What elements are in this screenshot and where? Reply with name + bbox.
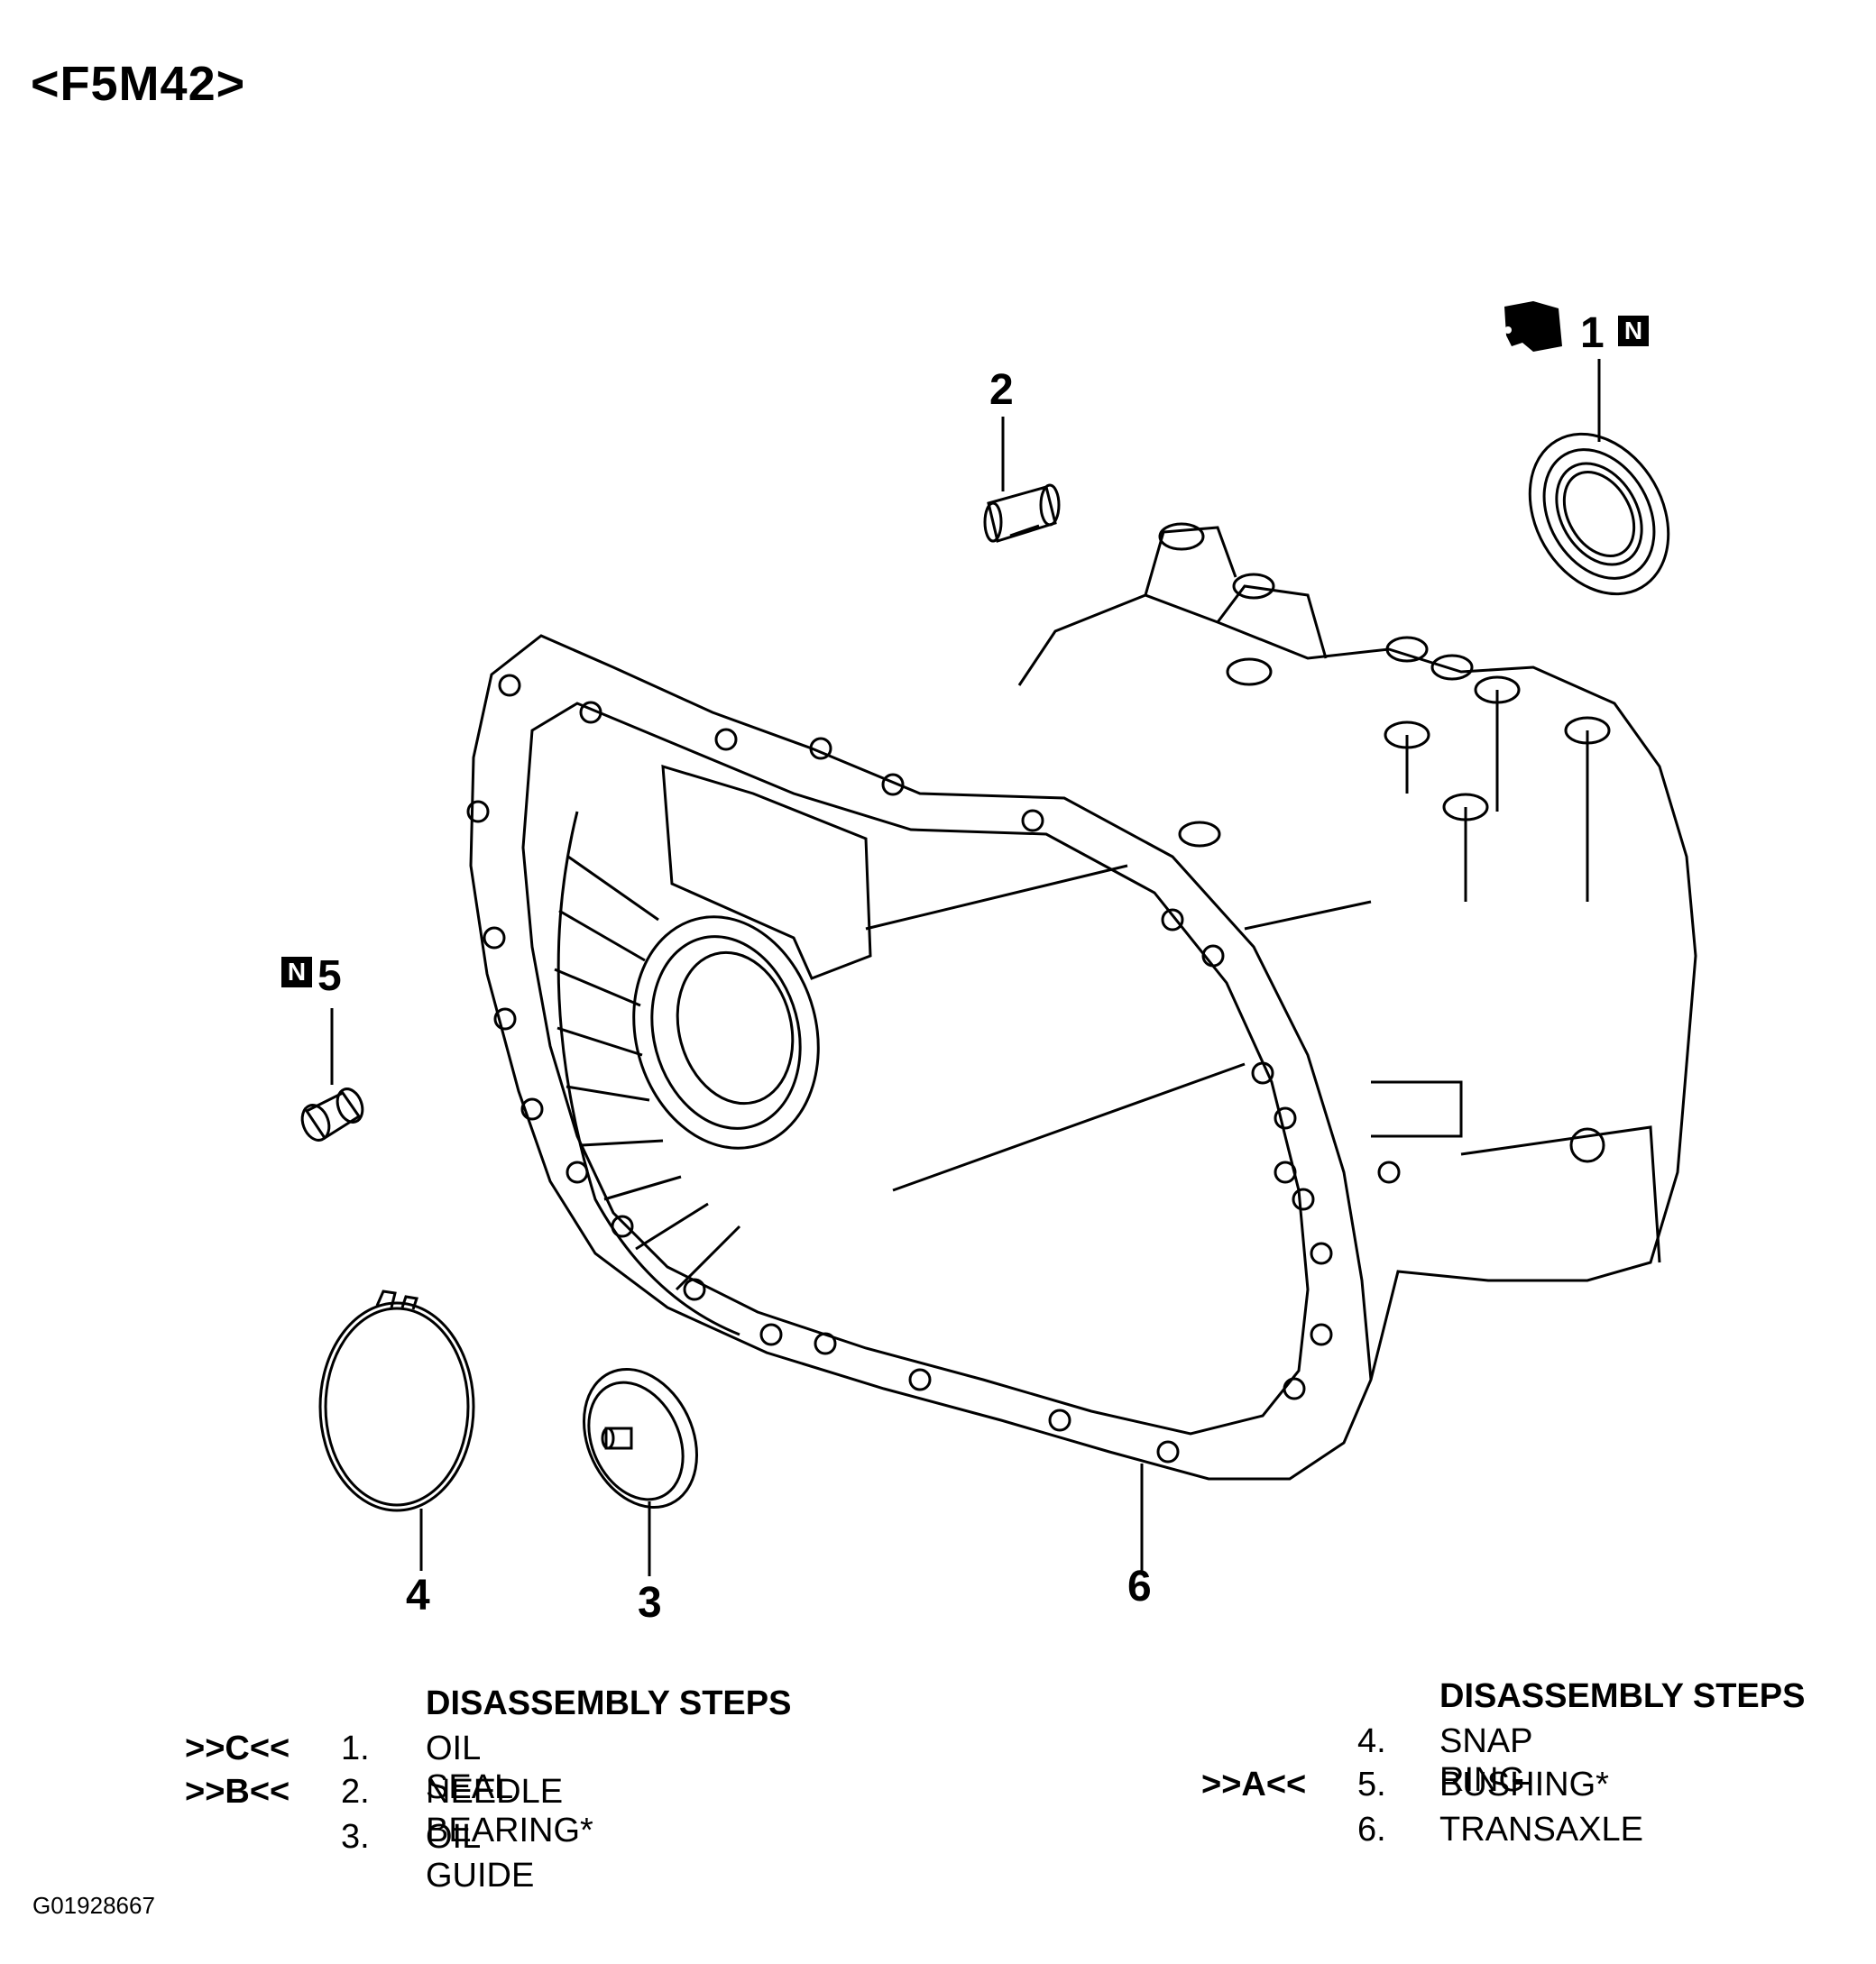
figure-code: G01928667 [32,1892,155,1919]
steps-header-right: DISASSEMBLY STEPS [1439,1677,1806,1715]
steps-header-left: DISASSEMBLY STEPS [426,1684,792,1722]
step-number: 2. [341,1773,370,1811]
callout-4: 4 [406,1572,430,1620]
callout-2: 2 [989,366,1014,414]
step-number: 6. [1357,1811,1386,1849]
step-name: OIL GUIDE [426,1818,535,1895]
oil-seal-part [1528,432,1670,596]
new-part-badge-5: N [281,957,312,987]
callout-3: 3 [638,1579,662,1627]
step-name: BUSHING* [1439,1766,1609,1803]
callout-5: 5 [317,952,342,1000]
step-number: 3. [341,1818,370,1856]
bushing-part [300,1088,364,1142]
oil-can-icon [1504,301,1562,352]
step-number: 4. [1357,1722,1386,1760]
step-mark: >>B<< [185,1773,290,1811]
callout-6: 6 [1127,1563,1152,1611]
oil-guide-part [583,1367,698,1510]
step-mark: >>A<< [1201,1766,1307,1803]
step-name: TRANSAXLE [1439,1811,1643,1849]
step-number: 5. [1357,1766,1386,1803]
needle-bearing-part [983,483,1061,543]
step-mark: >>C<< [185,1730,290,1767]
diagram-title: <F5M42> [31,57,246,111]
step-name: OIL SEAL [426,1730,514,1806]
snap-ring-part [318,1289,475,1512]
step-name: SNAP RING [1439,1722,1532,1799]
step-number: 1. [341,1730,370,1767]
transaxle-case-part [466,522,1697,1481]
callout-1: 1 [1580,309,1605,357]
step-name: NEEDLE BEARING* [426,1773,593,1849]
new-part-badge-1: N [1618,316,1649,346]
